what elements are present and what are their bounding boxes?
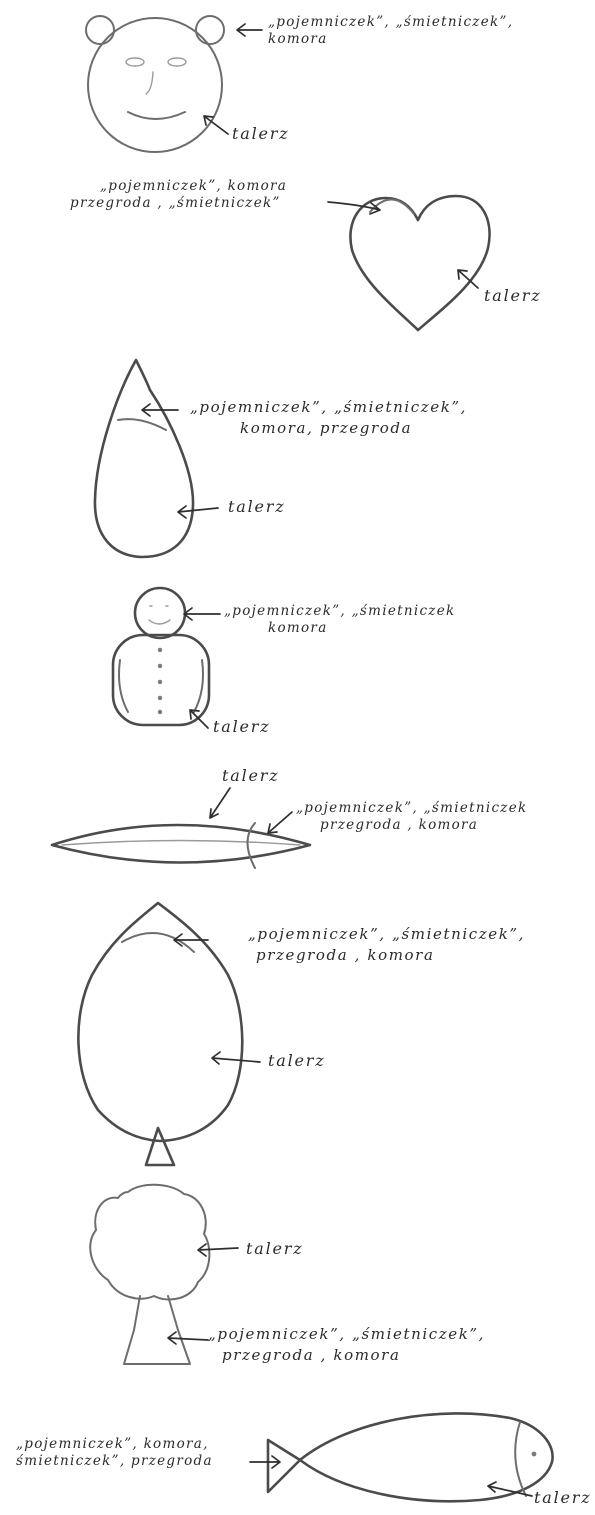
tree-plate-label: talerz [246, 1238, 303, 1259]
label-line: przegroda , komora [256, 945, 525, 966]
snowman-plate [113, 588, 220, 728]
drop-plate [95, 360, 218, 557]
snowman-face [149, 606, 170, 624]
drop-outline [95, 360, 193, 557]
drop-plate-label: talerz [228, 496, 285, 517]
leaf-compartment-label: „pojemniczek”, „śmietniczek przegroda , … [296, 800, 528, 834]
label-line: przegroda , komora [320, 817, 528, 834]
bear-face-circle [88, 18, 222, 152]
leaf-plate-arrow [210, 788, 230, 818]
snowman-button [158, 696, 162, 700]
bear-left-eye [126, 58, 144, 66]
snowman-plate-label: talerz [213, 716, 270, 737]
leaf-midrib [62, 841, 300, 846]
label-line: „pojemniczek”, „śmietniczek [296, 800, 528, 817]
label-line: przegroda , „śmietniczek” [70, 195, 287, 212]
tree-crown-outline [90, 1185, 209, 1300]
label-line: „pojemniczek”, „śmietniczek”, [190, 397, 467, 418]
heart-compartment-arrow [328, 202, 380, 214]
balloon-compartment-label: „pojemniczek”, „śmietniczek”, przegroda … [248, 924, 525, 966]
heart-plate-label: talerz [484, 285, 541, 306]
label-line: „pojemniczek”, „śmietniczek”, [208, 1324, 485, 1345]
label-line: „pojemniczek”, „śmietniczek [224, 603, 456, 620]
label-line: „pojemniczek”, „śmietniczek”, [268, 14, 513, 31]
drop-compartment-label: „pojemniczek”, „śmietniczek”, komora, pr… [190, 397, 467, 439]
fish-plate [250, 1413, 553, 1501]
fish-compartment-label: „pojemniczek”, komora, śmietniczek”, prz… [16, 1436, 213, 1470]
snowman-button [158, 664, 162, 668]
tree-plate-arrow [198, 1244, 238, 1256]
label-line: „pojemniczek”, komora [100, 178, 287, 195]
tree-trunk-compartment [124, 1296, 190, 1364]
label-line: komora [268, 620, 456, 637]
fish-tail-compartment [268, 1440, 300, 1492]
snowman-left-arm [119, 660, 128, 712]
bear-compartment-arrow [237, 24, 262, 36]
balloon-plate [78, 903, 260, 1165]
snowman-head-compartment [135, 588, 185, 638]
fish-gill-line [515, 1422, 526, 1496]
snowman-right-arm [194, 660, 203, 712]
heart-compartment-label: „pojemniczek”, komora przegroda , „śmiet… [100, 178, 287, 212]
balloon-outline [78, 903, 242, 1141]
fish-compartment-arrow [250, 1456, 280, 1468]
bear-right-ear-compartment [196, 16, 224, 44]
balloon-plate-label: talerz [268, 1050, 325, 1071]
snowman-plate-arrow [190, 710, 208, 728]
snowman-button [158, 680, 162, 684]
heart-plate [328, 196, 490, 330]
snowman-button [158, 710, 162, 714]
leaf-compartment-arrow [268, 812, 292, 833]
balloon-knot [146, 1128, 174, 1165]
snowman-compartment-label: „pojemniczek”, „śmietniczek komora [224, 603, 456, 637]
bear-plate-label: talerz [232, 123, 289, 144]
snowman-button [158, 648, 162, 652]
fish-plate-label: talerz [534, 1487, 591, 1508]
leaf-plate-label: talerz [222, 765, 279, 786]
label-line: „pojemniczek”, komora, [16, 1436, 213, 1453]
drop-compartment-line [118, 419, 166, 430]
balloon-compartment-line [122, 933, 194, 952]
bear-nose [146, 72, 153, 94]
tree-compartment-label: „pojemniczek”, „śmietniczek”, przegroda … [208, 1324, 485, 1366]
leaf-plate [52, 788, 310, 868]
bear-right-eye [168, 58, 186, 66]
bear-left-ear-compartment [86, 16, 114, 44]
balloon-compartment-arrow [174, 934, 208, 946]
fish-eye [532, 1452, 537, 1457]
label-line: przegroda , komora [222, 1345, 485, 1366]
label-line: komora, przegroda [240, 418, 467, 439]
snowman-compartment-arrow [184, 608, 220, 620]
bear-mouth [128, 112, 185, 119]
tree-compartment-arrow [168, 1332, 208, 1344]
drop-plate-arrow [178, 506, 218, 518]
bear-compartment-label: „pojemniczek”, „śmietniczek”, komora [268, 14, 513, 48]
label-line: „pojemniczek”, „śmietniczek”, [248, 924, 525, 945]
heart-outline [350, 196, 489, 330]
balloon-plate-arrow [212, 1052, 260, 1064]
label-line: komora [268, 31, 513, 48]
label-line: śmietniczek”, przegroda [16, 1453, 213, 1470]
